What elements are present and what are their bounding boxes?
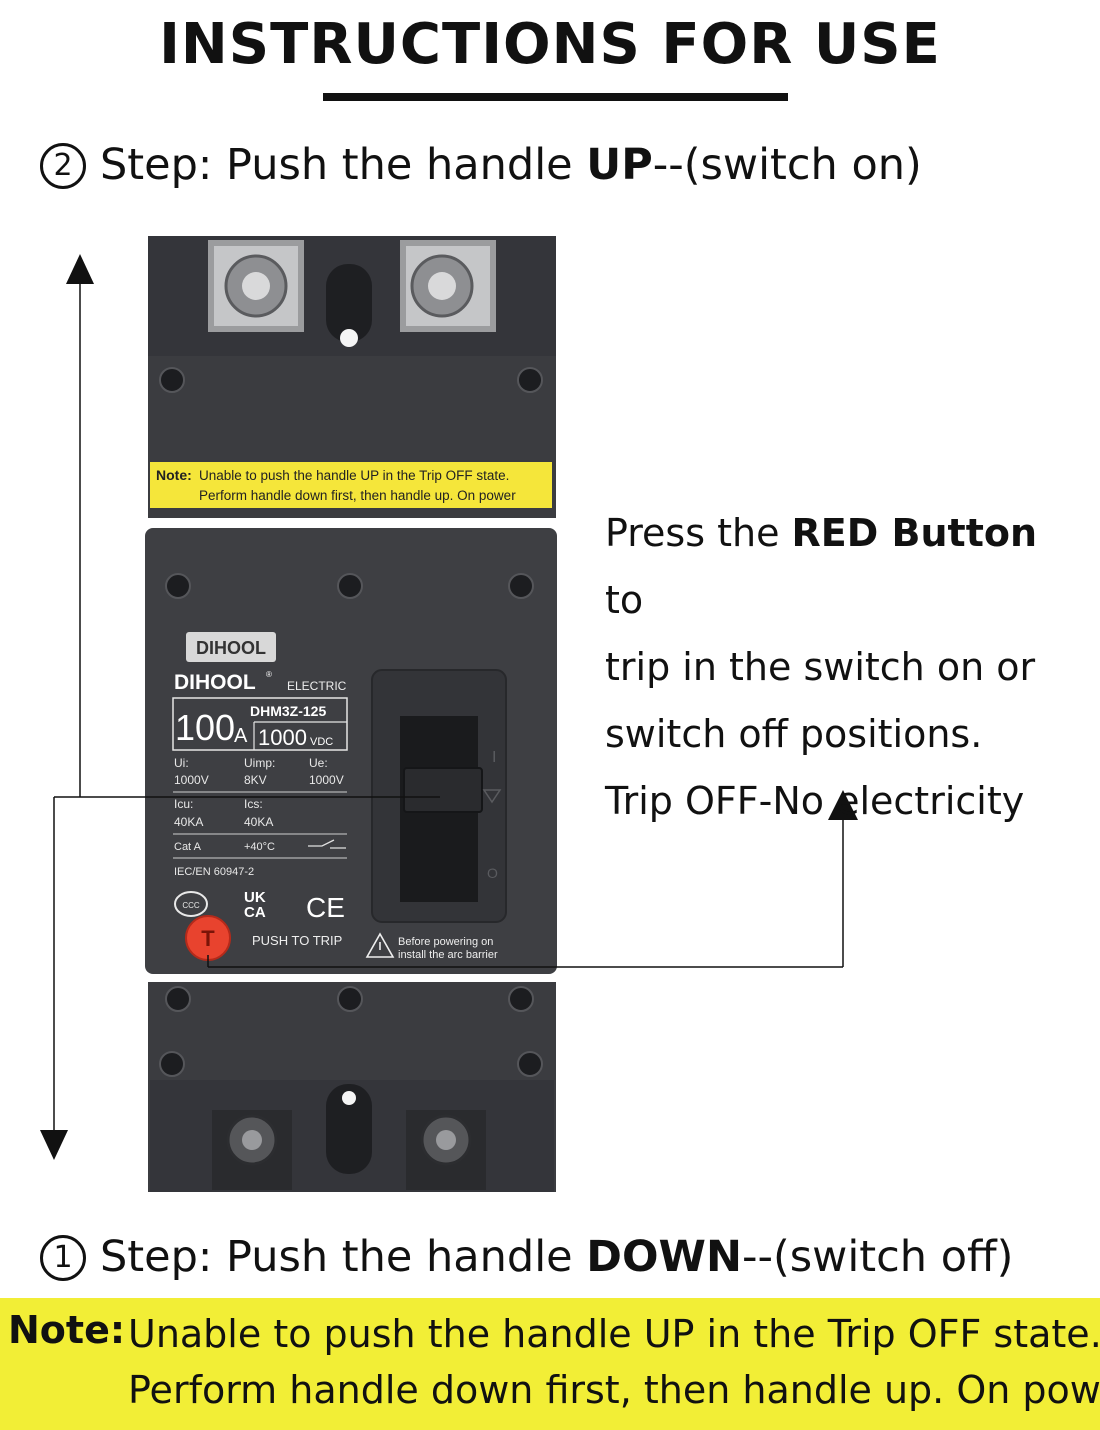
- ukca-mark-top: UK: [244, 889, 266, 906]
- spec-uimp-value: 8KV: [244, 773, 267, 787]
- step-number-2: 2: [40, 143, 86, 189]
- sticker-line-1: Unable to push the handle UP in the Trip…: [199, 468, 509, 483]
- note-line-2: Perform handle down first, then handle u…: [128, 1368, 1100, 1412]
- voltage-unit: VDC: [310, 736, 333, 748]
- spec-ics-label: Ics:: [244, 797, 263, 811]
- screw-icon: [517, 1051, 543, 1077]
- bottom-slot: [326, 1084, 372, 1174]
- red-button-arrow-icon: [828, 790, 858, 820]
- warning-line-2: install the arc barrier: [398, 949, 498, 961]
- breaker-note-sticker: [150, 462, 552, 508]
- note-line-1: Unable to push the handle UP in the Trip…: [128, 1312, 1100, 1356]
- sticker-line-2: Perform handle down first, then handle u…: [199, 488, 516, 503]
- brand-registered-mark: ®: [266, 670, 272, 679]
- brand-badge: [186, 632, 276, 662]
- step-number-1: 1: [40, 1235, 86, 1281]
- warning-icon: [365, 932, 395, 958]
- circuit-breaker-illustration: Note: Unable to push the handle UP in th…: [40, 236, 858, 1192]
- up-arrow-icon: [66, 254, 94, 284]
- trip-button-instruction: Press the RED Button to trip in the swit…: [605, 500, 1085, 835]
- title-underline: [323, 93, 788, 101]
- step-up-keyword: UP: [586, 140, 653, 190]
- spec-ue-label: Ue:: [309, 756, 328, 770]
- spec-category: Cat A: [174, 841, 202, 853]
- screw-icon: [508, 986, 534, 1012]
- spec-standard: IEC/EN 60947-2: [174, 866, 254, 878]
- side-text-keyword: RED Button: [791, 511, 1038, 555]
- ce-mark: CE: [306, 892, 345, 923]
- sticker-note-label: Note:: [156, 467, 192, 483]
- spec-ui-value: 1000V: [174, 773, 209, 787]
- warning-line-1: Before powering on: [398, 936, 493, 948]
- screw-icon: [337, 573, 363, 599]
- spec-ui-label: Ui:: [174, 756, 189, 770]
- side-text-line-4: Trip OFF-No electricity: [605, 779, 1025, 823]
- step-up-suffix: --(switch on): [652, 140, 922, 190]
- switch-symbol-icon: [308, 839, 346, 849]
- page-title: INSTRUCTIONS FOR USE: [159, 12, 941, 77]
- down-arrow-icon: [40, 1130, 68, 1160]
- step-up-instruction: 2 Step: Push the handle UP--(switch on): [40, 140, 922, 190]
- side-text-pre: Press the: [605, 511, 792, 555]
- spec-temperature: +40°C: [244, 841, 275, 853]
- current-rating-unit: A: [234, 725, 248, 747]
- brand-name: DIHOOL: [174, 671, 256, 694]
- ccc-mark-text: CCC: [182, 901, 200, 910]
- brand-badge-text: DIHOOL: [196, 638, 266, 658]
- brand-subtitle: ELECTRIC: [287, 679, 347, 693]
- spec-ics-value: 40KA: [244, 815, 273, 829]
- step-up-prefix: Step: Push the handle: [100, 140, 587, 190]
- handle-off-mark: O: [487, 865, 498, 881]
- screw-icon: [337, 986, 363, 1012]
- handle-on-mark: I: [492, 749, 496, 766]
- breaker-handle: [403, 767, 483, 813]
- side-text-line-3: switch off positions.: [605, 712, 983, 756]
- screw-icon: [508, 573, 534, 599]
- screw-icon: [517, 367, 543, 393]
- top-slot: [326, 264, 372, 342]
- side-text-post: to: [605, 578, 644, 622]
- step-down-instruction: 1 Step: Push the handle DOWN--(switch off…: [40, 1232, 1013, 1282]
- screw-icon: [159, 367, 185, 393]
- note-banner: Note: Unable to push the handle UP in th…: [0, 1298, 1100, 1430]
- model-number: DHM3Z-125: [250, 703, 326, 719]
- spec-icu-value: 40KA: [174, 815, 203, 829]
- handle-direction-icon: [482, 789, 502, 804]
- step-down-keyword: DOWN: [586, 1232, 742, 1282]
- spec-icu-label: Icu:: [174, 797, 193, 811]
- note-label: Note:: [8, 1308, 126, 1352]
- voltage-rating: 1000: [258, 725, 307, 750]
- screw-icon: [159, 1051, 185, 1077]
- spec-uimp-label: Uimp:: [244, 756, 275, 770]
- current-rating: 100: [175, 707, 235, 748]
- step-down-suffix: --(switch off): [741, 1232, 1014, 1282]
- trip-button-label: T: [201, 926, 215, 951]
- ccc-mark-icon: [174, 891, 208, 917]
- step-down-prefix: Step: Push the handle: [100, 1232, 587, 1282]
- push-to-trip-label: PUSH TO TRIP: [252, 933, 342, 948]
- side-text-line-2: trip in the switch on or: [605, 645, 1036, 689]
- spec-ue-value: 1000V: [309, 773, 344, 787]
- screw-icon: [165, 986, 191, 1012]
- ukca-mark-bottom: CA: [244, 904, 266, 921]
- screw-icon: [165, 573, 191, 599]
